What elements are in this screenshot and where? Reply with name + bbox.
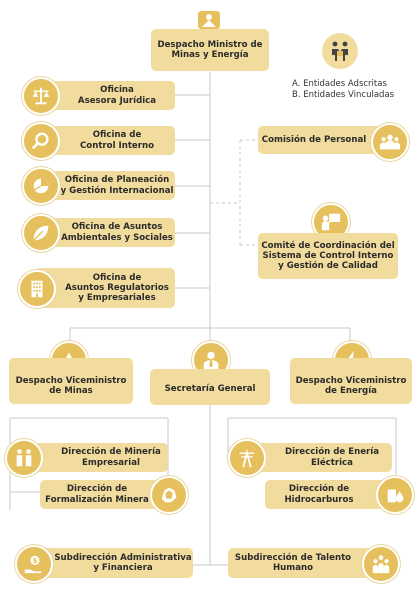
subdireccion-talento-box[interactable]: Subdirección de Talento Humano — [228, 548, 376, 578]
comite-coordinacion-box[interactable]: Comité de Coordinación del Sistema de Co… — [258, 233, 398, 279]
vice-energia-l2: de Energía — [325, 386, 377, 396]
vice-energia-l1: Despacho Viceministro — [295, 375, 407, 386]
direccion-formalizacion-box[interactable]: Dirección de Formalización Minera — [40, 480, 168, 509]
sub-admin-l1: Subdirección Administrativa — [54, 552, 192, 563]
sub-talento-l1: Subdirección de Talento — [234, 552, 352, 563]
mineral-rock-icon — [150, 476, 188, 514]
secretaria-label: Secretaría General — [164, 383, 256, 394]
dir-hidro-l1: Dirección de — [288, 484, 350, 495]
oficina-planeacion-l2: y Gestión Internacional — [60, 185, 174, 196]
oficina-control-l2: Control Interno — [79, 140, 155, 151]
ministro-title-line1: Despacho Ministro de — [157, 39, 263, 50]
direccion-energia-box[interactable]: Dirección de Enería Eléctrica — [252, 443, 392, 472]
building-icon — [18, 270, 56, 308]
oficina-planeacion-l1: Oficina de Planeación — [64, 175, 170, 186]
oficina-regulatorios-l1: Oficina de — [92, 272, 142, 283]
dir-energia-l1: Dirección de Enería — [284, 447, 380, 458]
oficina-regulatorios-l2: Asuntos Regulatorios — [65, 282, 169, 293]
legend-b: B. Entidades Vinculadas — [292, 90, 395, 100]
leaf-icon — [22, 214, 60, 252]
magnifier-icon — [22, 122, 60, 160]
sub-talento-l2: Humano — [272, 563, 314, 573]
sub-admin-l2: y Financiera — [93, 563, 153, 573]
dir-mineria-l1: Dirección de Minería — [61, 447, 161, 458]
oficina-ambientales-l2: Ambientales y Sociales — [61, 232, 173, 243]
ministro-box[interactable]: Despacho Ministro de Minas y Energía — [151, 29, 269, 71]
pie-chart-icon — [22, 167, 60, 205]
oficina-regulatorios-l3: y Empresariales — [78, 293, 156, 304]
talent-people-icon — [362, 545, 400, 583]
handshake-people-icon — [332, 41, 348, 61]
workers-icon — [5, 439, 43, 477]
dir-hidro-l2: Hidrocarburos — [284, 494, 354, 505]
ministro-title-line2: Minas y Energía — [171, 50, 249, 60]
vice-minas-l2: de Minas — [49, 386, 93, 396]
oficina-juridica-l1: Oficina — [100, 85, 134, 96]
people-group-icon — [371, 123, 409, 161]
presenter-icon — [312, 203, 350, 241]
dir-formal-l2: Formalización Minera — [45, 494, 149, 505]
dir-formal-l1: Dirección de — [66, 484, 128, 495]
oficina-control-l1: Oficina de — [92, 130, 142, 141]
dir-energia-l2: Eléctrica — [311, 457, 353, 468]
direccion-mineria-box[interactable]: Dirección de Minería Empresarial — [30, 443, 168, 472]
comision-personal-box[interactable]: Comisión de Personal — [258, 126, 386, 154]
oficina-ambientales-l1: Oficina de Asuntos — [71, 222, 163, 233]
scales-icon — [22, 77, 60, 115]
direccion-hidrocarburos-box[interactable]: Dirección de Hidrocarburos — [265, 480, 387, 509]
viceministro-energia-box[interactable]: Despacho Viceministro de Energía — [290, 358, 412, 404]
comite-l2: Sistema de Control Interno — [262, 250, 394, 261]
minister-icon — [198, 11, 220, 29]
oficina-ambientales-box[interactable]: Oficina de Asuntos Ambientales y Sociale… — [35, 218, 175, 247]
oil-drop-icon — [376, 476, 414, 514]
oficina-juridica-l2: Asesora Jurídica — [77, 95, 157, 106]
comite-l1: Comité de Coordinación del — [261, 240, 395, 251]
oficina-regulatorios-box[interactable]: Oficina de Asuntos Regulatorios y Empres… — [35, 268, 175, 308]
subdireccion-administrativa-box[interactable]: Subdirección Administrativa y Financiera — [35, 548, 193, 578]
legend-a: A. Entidades Adscritas — [292, 79, 387, 89]
power-tower-icon — [228, 439, 266, 477]
secretaria-general-box[interactable]: Secretaría General — [150, 369, 270, 405]
viceministro-minas-box[interactable]: Despacho Viceministro de Minas — [9, 358, 133, 404]
vice-minas-l1: Despacho Viceministro — [15, 375, 127, 386]
comision-personal-label: Comisión de Personal — [261, 134, 367, 145]
legend-icon-circle — [322, 33, 358, 69]
comite-l3: y Gestión de Calidad — [278, 261, 378, 272]
svg-text:$: $ — [32, 556, 37, 565]
money-hand-icon: $ — [15, 545, 53, 583]
dir-mineria-l2: Empresarial — [82, 457, 140, 468]
